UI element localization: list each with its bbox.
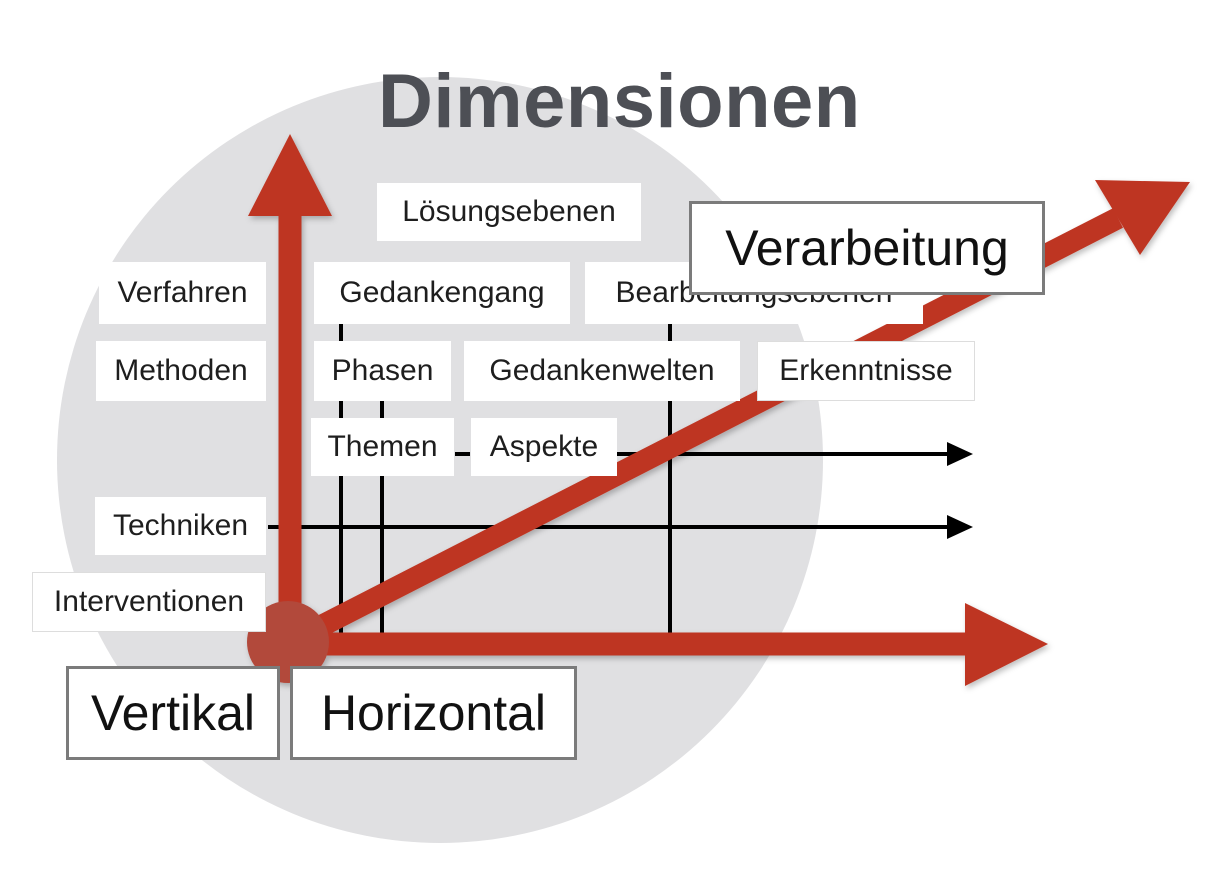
label-gedankengang: Gedankengang <box>314 262 570 324</box>
label-erkenntnisse: Erkenntnisse <box>757 341 975 401</box>
label-methoden: Methoden <box>96 341 266 401</box>
page-title: Dimensionen <box>378 59 861 144</box>
label-interventionen: Interventionen <box>32 572 266 632</box>
aspekte-arrowhead-icon <box>947 442 973 466</box>
label-phasen: Phasen <box>314 341 451 401</box>
techniken-arrowhead-icon <box>947 515 973 539</box>
processing-axis-arrowhead-icon <box>1095 180 1190 255</box>
origin-point <box>247 601 329 683</box>
axis-label-vertical: Vertikal <box>66 666 280 760</box>
label-verfahren: Verfahren <box>99 262 266 324</box>
axis-label-processing: Verarbeitung <box>689 201 1045 295</box>
vertical-axis-arrowhead-icon <box>248 134 332 216</box>
label-gedankenwelten: Gedankenwelten <box>464 341 740 401</box>
label-themen: Themen <box>311 418 454 476</box>
label-techniken: Techniken <box>95 497 266 555</box>
label-loesungsebenen: Lösungsebenen <box>377 183 641 241</box>
label-aspekte: Aspekte <box>471 418 617 476</box>
axis-label-horizontal: Horizontal <box>290 666 577 760</box>
grid-lines <box>268 322 950 636</box>
horizontal-axis-arrowhead-icon <box>965 603 1048 686</box>
